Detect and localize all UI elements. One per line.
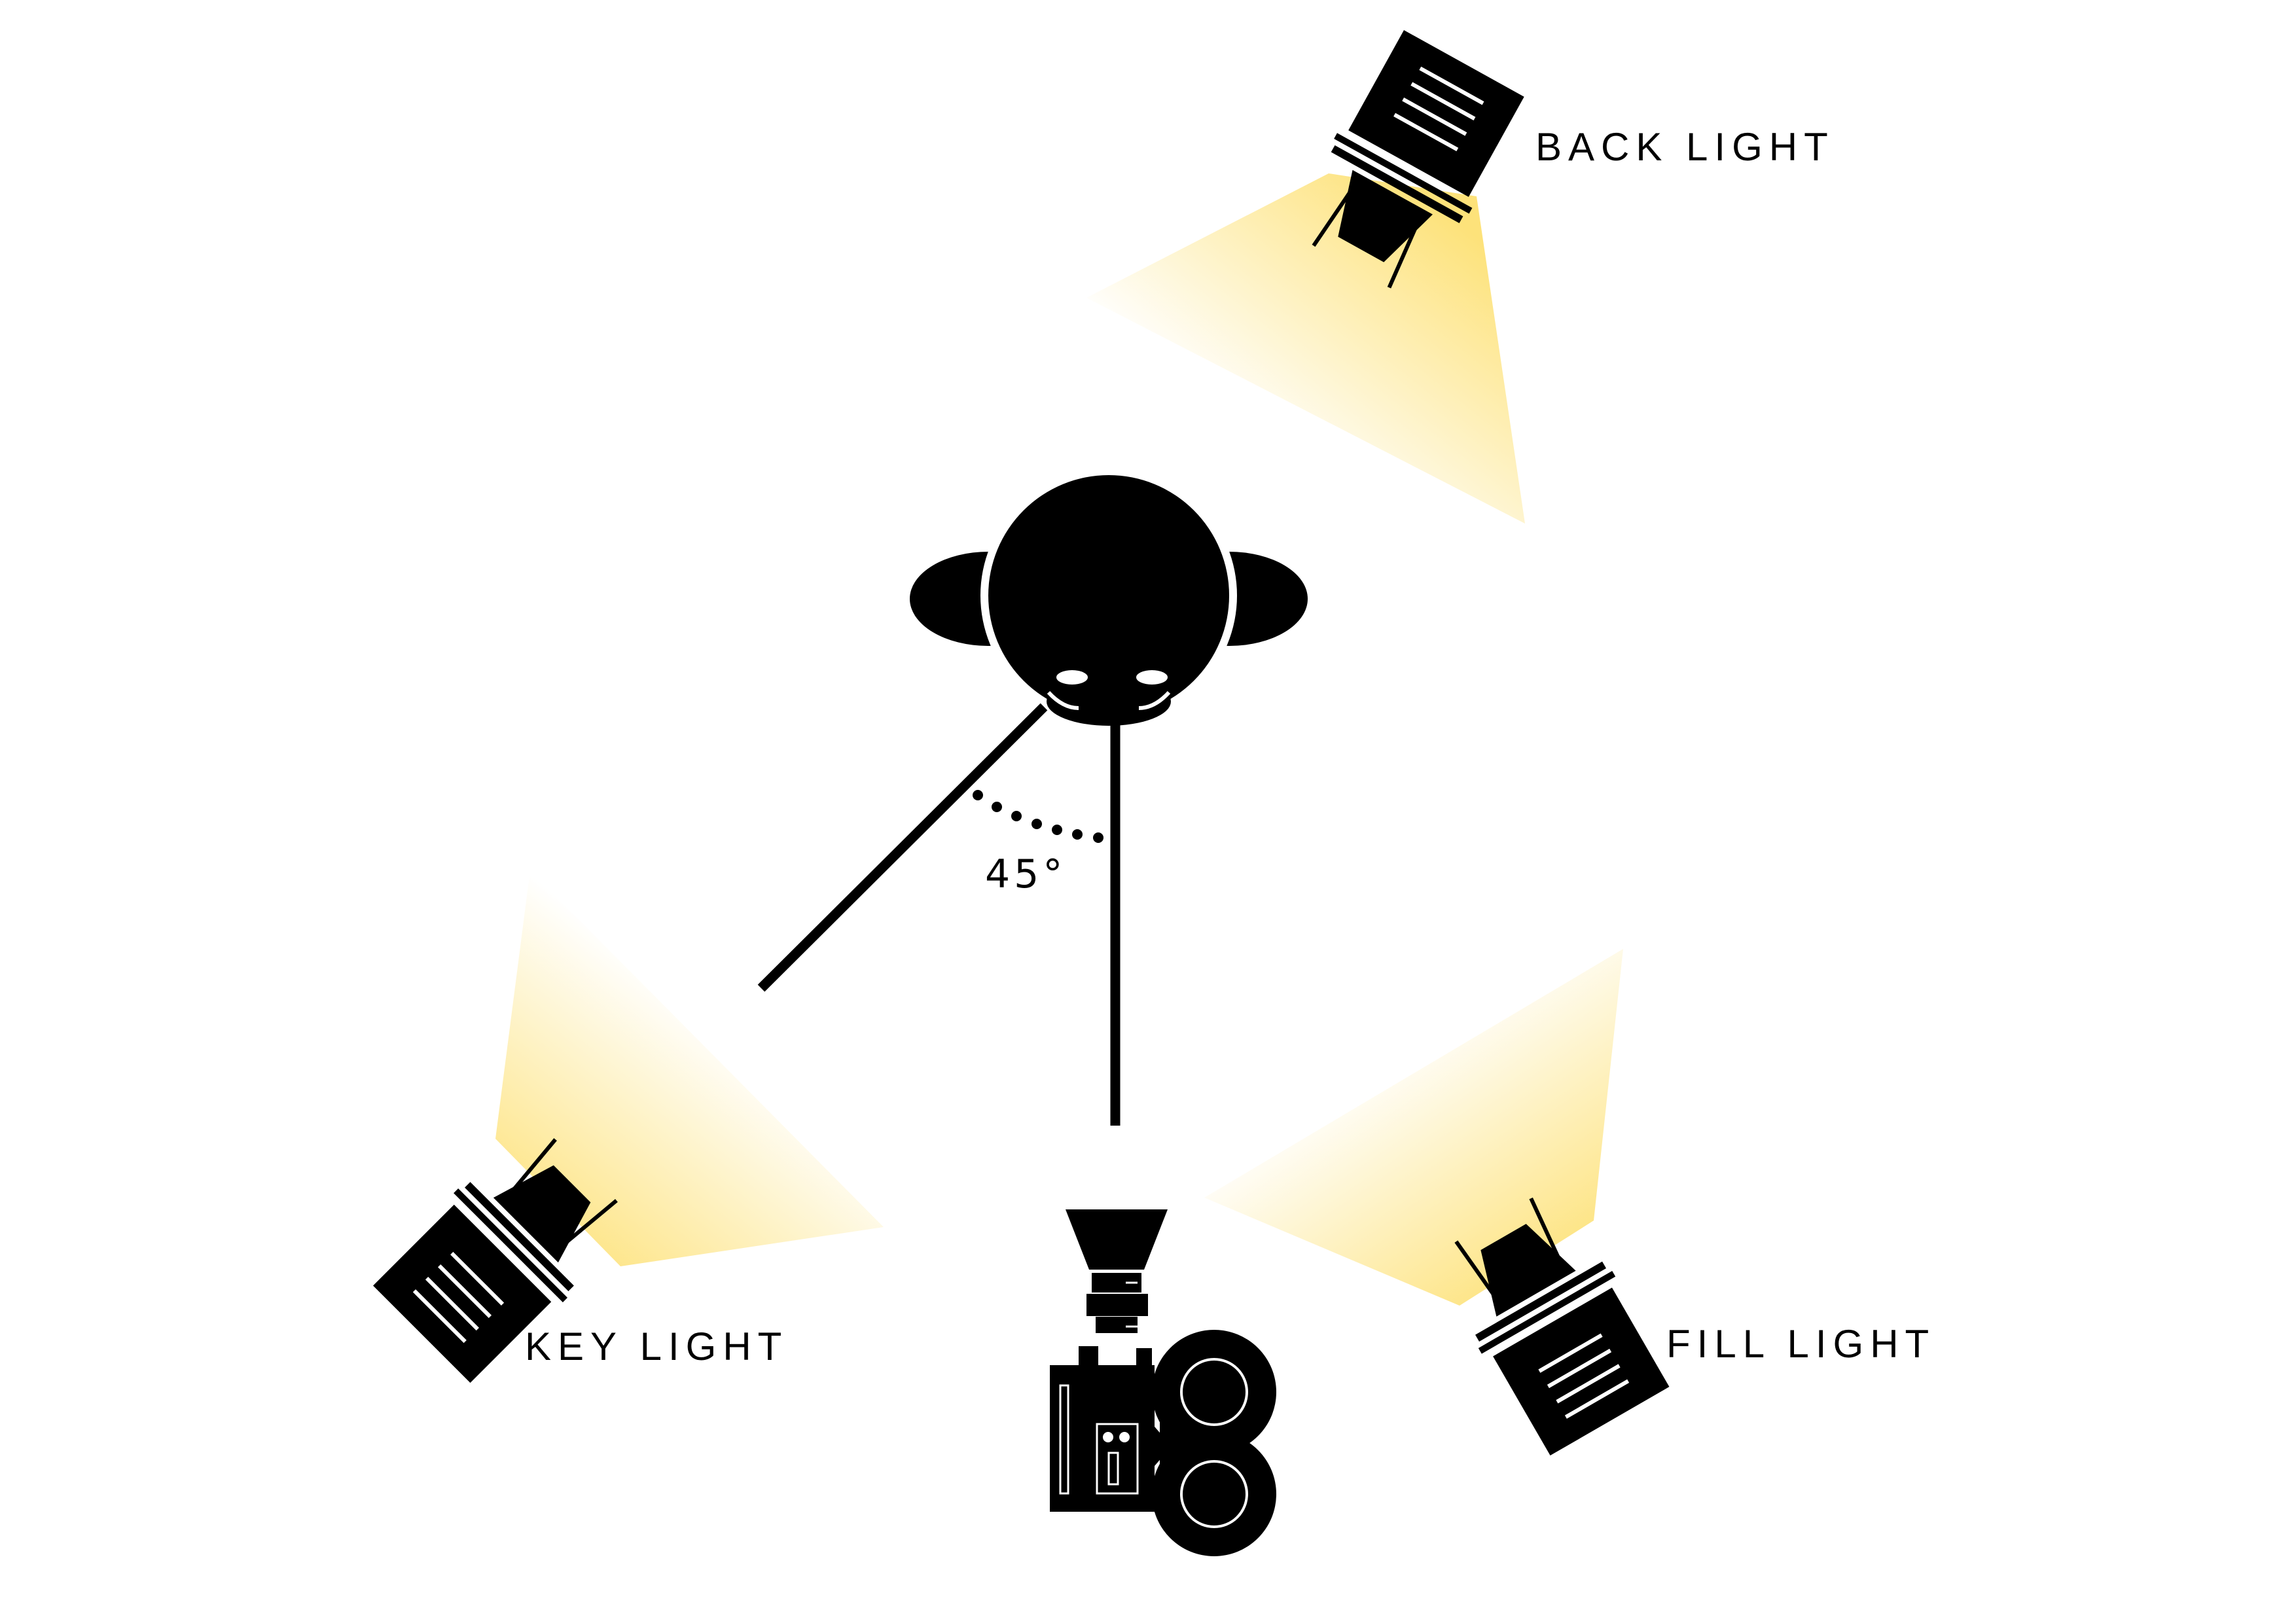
subject-head bbox=[910, 467, 1308, 726]
camera-details bbox=[1059, 1281, 1248, 1528]
right-eye bbox=[1136, 670, 1168, 685]
key-light-label: KEY LIGHT bbox=[525, 1325, 788, 1368]
fill-light-label: FILL LIGHT bbox=[1666, 1322, 1935, 1366]
head-top-view-icon bbox=[988, 475, 1229, 716]
fill-light-beam bbox=[1204, 949, 1623, 1306]
nose bbox=[1047, 677, 1171, 726]
angle-label: 45° bbox=[985, 851, 1066, 897]
angle-arc bbox=[973, 790, 1103, 843]
key-light-beam bbox=[495, 870, 884, 1266]
left-eye bbox=[1056, 670, 1088, 685]
back-light-label: BACK LIGHT bbox=[1535, 125, 1835, 169]
film-camera-icon bbox=[1050, 1209, 1276, 1556]
back-light-beam bbox=[1086, 173, 1525, 524]
key-light-axis-line bbox=[757, 703, 1048, 992]
